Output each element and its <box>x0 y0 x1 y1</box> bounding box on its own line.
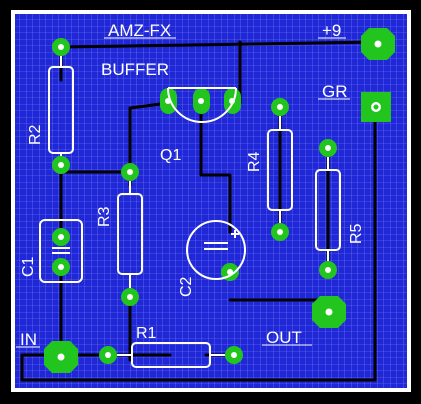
c2-label: C2 <box>178 276 195 297</box>
silkscreen <box>39 56 341 368</box>
r2-label: R2 <box>27 124 44 145</box>
trace-emitter-c2 <box>199 101 232 234</box>
subtitle-label: BUFFER <box>101 60 169 79</box>
r5-label: R5 <box>348 223 365 244</box>
r3-label: R3 <box>96 206 113 227</box>
r4-label: R4 <box>246 151 263 172</box>
trace-base <box>128 101 170 174</box>
r1-label: R1 <box>136 325 157 342</box>
pads <box>44 28 395 373</box>
q1-body <box>167 87 237 123</box>
title-label: AMZ-FX <box>108 21 171 40</box>
board-outline <box>11 10 411 392</box>
trace-ground <box>20 106 377 382</box>
output-label: OUT <box>266 328 302 347</box>
c1-body <box>39 219 83 283</box>
trace-supply <box>59 40 380 49</box>
input-label: IN <box>20 330 37 349</box>
board-grid <box>13 12 409 390</box>
c2-body <box>186 220 246 280</box>
ground-label: GR <box>322 82 348 101</box>
q1-label: Q1 <box>160 147 181 164</box>
supply-label: +9 <box>322 21 341 40</box>
c1-label: C1 <box>20 256 37 277</box>
